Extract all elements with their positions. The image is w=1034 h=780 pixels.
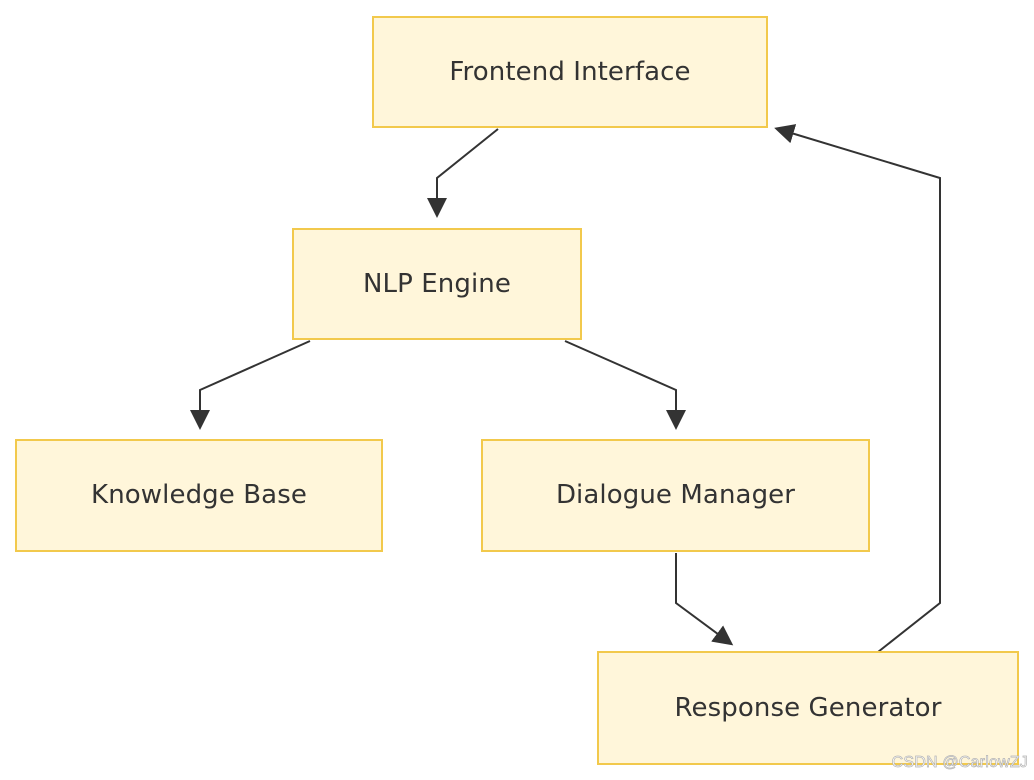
- node-label-dialogue-manager: Dialogue Manager: [555, 480, 796, 511]
- node-label-frontend-interface: Frontend Interface: [449, 56, 691, 87]
- edge-nlp-to-dialogue-manager: [564, 340, 686, 430]
- node-response-generator: Response Generator: [597, 651, 1019, 765]
- node-frontend-interface: Frontend Interface: [372, 16, 768, 128]
- edge-response-generator-to-frontend: [774, 124, 941, 653]
- node-knowledge-base: Knowledge Base: [15, 439, 383, 552]
- edge-frontend-to-nlp: [427, 128, 499, 218]
- node-label-response-generator: Response Generator: [674, 692, 942, 723]
- node-label-knowledge-base: Knowledge Base: [91, 480, 307, 511]
- node-label-nlp-engine: NLP Engine: [363, 268, 511, 299]
- node-dialogue-manager: Dialogue Manager: [481, 439, 870, 552]
- node-nlp-engine: NLP Engine: [292, 228, 582, 340]
- edge-dialogue-manager-to-response-generator: [675, 553, 734, 646]
- watermark-text: CSDN @CarlowZJ: [891, 754, 1028, 772]
- edge-nlp-to-knowledge-base: [190, 340, 311, 430]
